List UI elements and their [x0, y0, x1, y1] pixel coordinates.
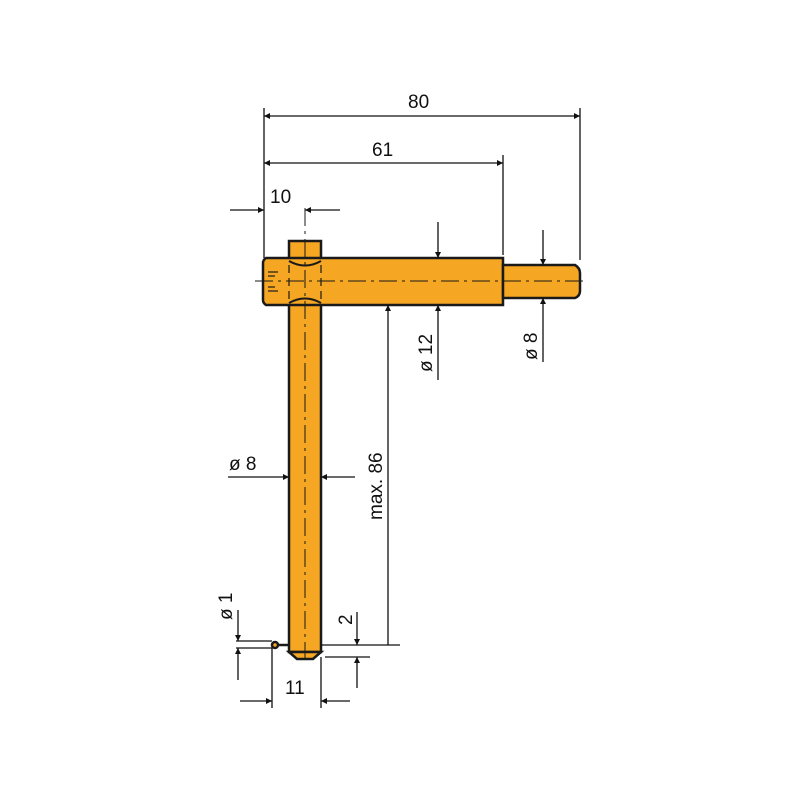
- dim-handle-length: max. 86: [366, 452, 387, 520]
- dim-tip-diameter: ø 8: [521, 333, 542, 360]
- dim-shaft-length: 61: [372, 140, 393, 161]
- vertical-handle: [287, 298, 323, 654]
- dim-overall-length: 80: [408, 92, 429, 113]
- dim-handle-diameter: ø 8: [229, 454, 256, 475]
- dim-bottom-width: 11: [285, 678, 305, 699]
- part-body: [261, 239, 582, 661]
- dim-pin-diameter: ø 1: [216, 593, 237, 620]
- dim-head-offset: 10: [270, 187, 291, 208]
- dim-tip-height: 2: [336, 614, 357, 625]
- dim-shaft-diameter: ø 12: [416, 334, 437, 372]
- pin: [270, 640, 280, 650]
